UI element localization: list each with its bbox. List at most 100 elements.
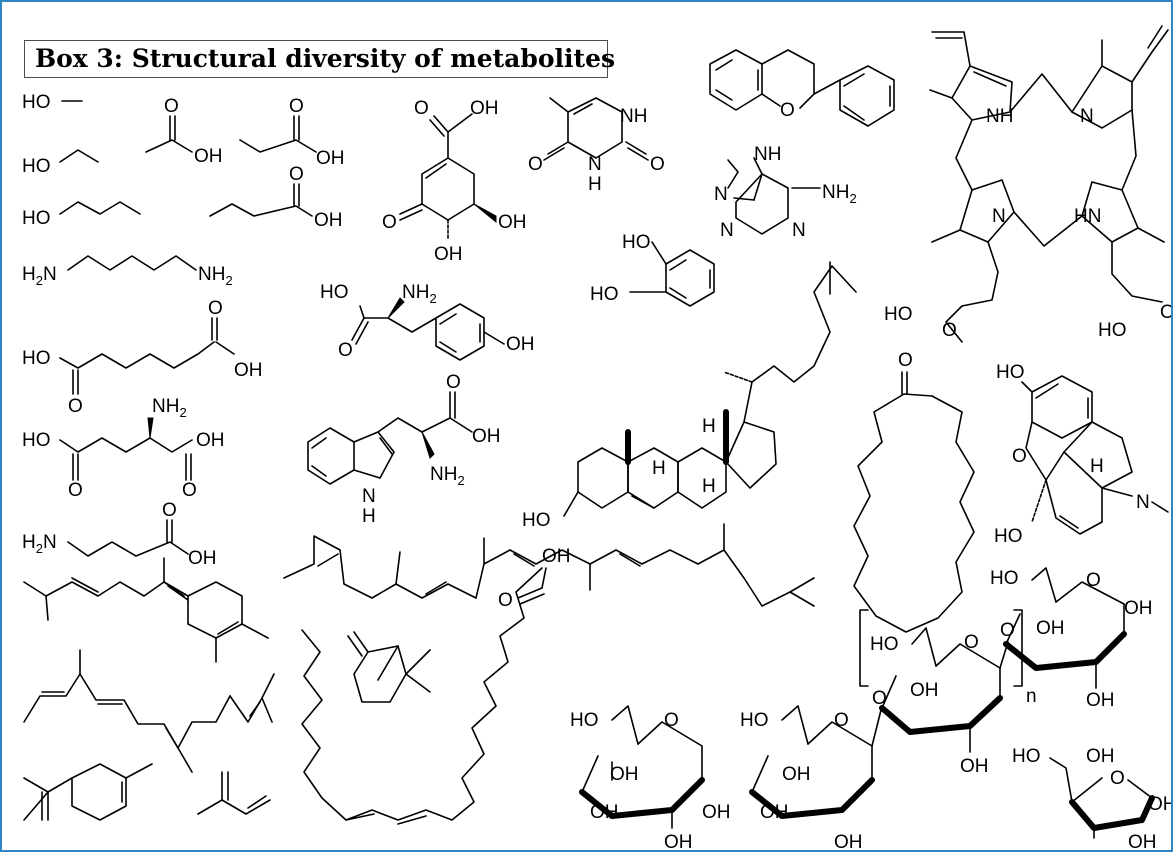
cadaverine-right-label: NH2: [198, 264, 233, 288]
tyrosine: HO NH2 O OH: [320, 282, 535, 361]
gaba-h2n-label: H2N: [22, 532, 57, 556]
adenine: NH N NH2 N N: [714, 144, 857, 241]
tryptophan: N H O OH NH2: [307, 372, 501, 527]
squalene: [283, 523, 815, 607]
glucose-3: n HO O OH OH O: [859, 609, 1037, 777]
glc2-link-o-label: O: [872, 688, 887, 709]
mor-h-label: H: [1090, 456, 1104, 477]
flav-o-label: O: [780, 100, 795, 121]
shikimic-acid: O OH O OH OH: [382, 98, 527, 265]
cadaverine: H2N NH2: [22, 255, 233, 288]
musk-o-label: O: [898, 350, 913, 371]
cat-ho1-label: HO: [622, 232, 651, 253]
glu-o1-label: O: [68, 480, 83, 501]
glc3-ho-label: HO: [870, 634, 899, 655]
glc3-oh2-label: OH: [960, 756, 989, 777]
methanol: HO: [22, 92, 83, 113]
por-n2-label: N: [992, 206, 1006, 227]
fur-oh1-label: OH: [1086, 746, 1115, 767]
propanoic-oh-label: OH: [316, 148, 345, 169]
shik-oh-right-label: OH: [498, 212, 527, 233]
glc3-n-label: n: [1026, 686, 1037, 707]
adipic-oh-label: OH: [234, 360, 263, 381]
fur-ho-label: HO: [1012, 746, 1041, 767]
butanoic-acid: O OH: [209, 164, 343, 231]
trp-oh-label: OH: [472, 426, 501, 447]
glucose-1: HO O OH OH OH OH: [570, 705, 731, 850]
ethanol-ho-label: HO: [22, 156, 51, 177]
terpinolene-like: [23, 557, 269, 663]
adipic-acid: HO O O OH: [22, 298, 263, 417]
methanol-ho-label: HO: [22, 92, 51, 113]
gaba: O H2N OH: [22, 500, 217, 569]
mor-ho-bottom-label: HO: [994, 526, 1023, 547]
ocimene-like: [23, 649, 275, 773]
mor-n-label: N: [1136, 492, 1150, 513]
catechol: HO HO: [590, 232, 715, 307]
butanoic-oh-label: OH: [314, 210, 343, 231]
tyr-oh-label: OH: [506, 334, 535, 355]
chol-ho-label: HO: [522, 510, 551, 531]
lin-o-label: O: [498, 590, 513, 611]
lin-oh-label: OH: [542, 546, 571, 567]
propanoic-acid: O OH: [239, 96, 345, 169]
tyr-nh2-label: NH2: [402, 282, 437, 306]
glc2-oh3-label: OH: [834, 832, 863, 850]
ade-n2-label: N: [792, 220, 806, 241]
butanol-ho-label: HO: [22, 208, 51, 229]
glc1-oh2-label: OH: [590, 802, 619, 823]
glc2-oh2-label: OH: [760, 802, 789, 823]
glc2-ho-label: HO: [740, 710, 769, 731]
tyr-ho-label: HO: [320, 282, 349, 303]
glc4-oh2-label: OH: [1124, 598, 1153, 619]
trp-n-label: N: [362, 486, 376, 507]
linolenic-acid: O OH: [301, 546, 571, 825]
shik-o-label: O: [414, 98, 429, 119]
box-title: Box 3: Structural diversity of metabolit…: [24, 40, 615, 78]
morphine: HO O H N HO: [994, 362, 1169, 547]
por-ho2-label: HO: [1098, 320, 1127, 341]
mor-ho-top-label: HO: [996, 362, 1025, 383]
glu-nh2-label: NH2: [152, 396, 187, 420]
por-nh1-label: NH: [986, 106, 1013, 127]
por-n1-label: N: [1080, 106, 1094, 127]
glc1-oh3-label: OH: [664, 832, 693, 850]
thy-o-right-label: O: [650, 154, 665, 175]
fur-oh2-label: OH: [1148, 794, 1171, 815]
glc1-ho-label: HO: [570, 710, 599, 731]
beta-pinene: [347, 631, 431, 703]
civetone: O: [853, 350, 975, 633]
glc3-link-o-label: O: [1000, 620, 1015, 641]
cat-ho2-label: HO: [590, 284, 619, 305]
shik-oh-bottom-label: OH: [434, 244, 463, 265]
ade-n3-label: N: [720, 220, 734, 241]
furanose: HO OH O OH OH: [1012, 746, 1171, 850]
chol-h1-label: H: [652, 458, 666, 479]
cadaverine-left-label: H2N: [22, 264, 57, 288]
glc2-oh1-label: OH: [782, 764, 811, 785]
adipic-ho-label: HO: [22, 348, 51, 369]
acetic-oh-label: OH: [194, 146, 223, 167]
shik-o-ketone-label: O: [382, 212, 397, 233]
gaba-oh-label: OH: [188, 548, 217, 569]
glu-o2-label: O: [182, 480, 197, 501]
glc1-oh1-label: OH: [610, 764, 639, 785]
ade-nh2-label: NH2: [822, 182, 857, 206]
shik-oh-top-label: OH: [470, 98, 499, 119]
glc4-oh1-label: OH: [1036, 618, 1065, 639]
por-hn-label: HN: [1074, 206, 1101, 227]
acetic-acid: O OH: [145, 96, 223, 167]
glucose-2: HO O OH OH OH O: [740, 688, 887, 850]
chol-h2-label: H: [702, 416, 716, 437]
propanoic-o-label: O: [289, 96, 304, 117]
glu-ho-label: HO: [22, 430, 51, 451]
thy-o-left-label: O: [528, 154, 543, 175]
glc3-o-label: O: [964, 632, 979, 653]
limonene: [23, 763, 153, 821]
glc4-oh3-label: OH: [1086, 690, 1115, 711]
butanol: HO: [22, 201, 141, 229]
trp-nh2-label: NH2: [430, 464, 465, 488]
por-o2-label: O: [1160, 302, 1171, 323]
